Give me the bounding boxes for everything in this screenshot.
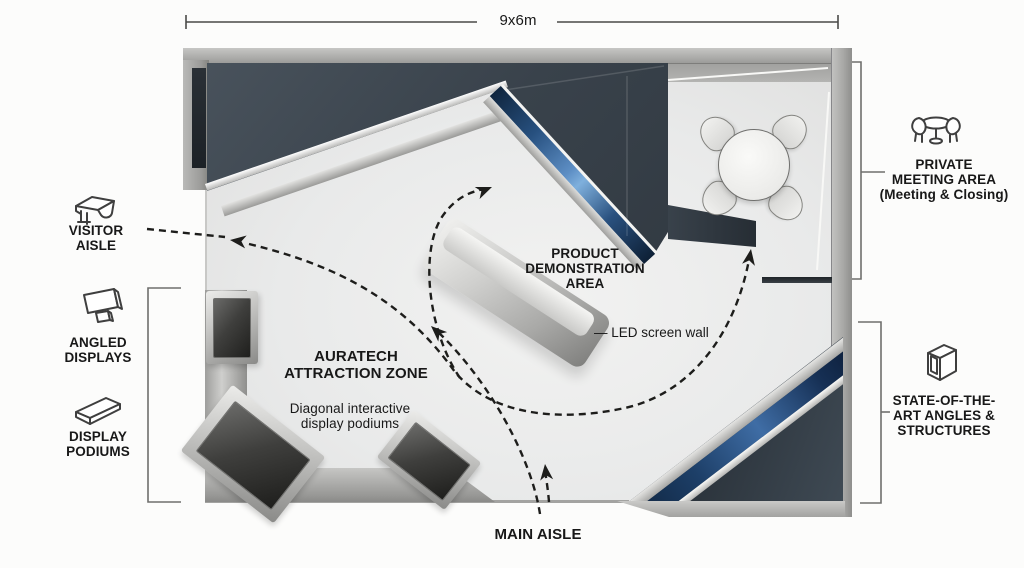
- dimension-line: [185, 15, 839, 29]
- bracket-left-displays: [147, 287, 181, 503]
- display-podium-icon: [72, 390, 124, 433]
- angled-display-icon: [76, 286, 128, 335]
- meeting-area-back-wall: [660, 63, 831, 82]
- left-wall-glass-panel: [192, 68, 206, 168]
- display-podium-1: [206, 291, 258, 364]
- legend-private-meeting: PRIVATE MEETING AREA (Meeting & Closing): [879, 157, 1009, 202]
- angular-structure-icon: [916, 338, 964, 397]
- legend-visitor-aisle: VISITOR AISLE: [68, 223, 124, 253]
- meeting-table-icon: [906, 108, 966, 163]
- meeting-area-partition: [762, 277, 832, 283]
- podium-1-screen: [213, 298, 251, 358]
- meeting-table: [718, 129, 790, 201]
- booth-top-wall: [183, 48, 851, 64]
- legend-structures: STATE-OF-THE- ART ANGLES & STRUCTURES: [892, 393, 996, 438]
- bracket-meeting-area: [852, 61, 862, 280]
- dimension-label: 9x6m: [499, 12, 537, 29]
- aisle-counter-icon: [70, 190, 122, 235]
- legend-angled-displays: ANGLED DISPLAYS: [64, 335, 132, 365]
- main-aisle-label: MAIN AISLE: [494, 526, 582, 543]
- bracket-structures: [858, 321, 882, 504]
- legend-display-podiums: DISPLAY PODIUMS: [66, 429, 130, 459]
- corner-structure-base: [617, 501, 845, 517]
